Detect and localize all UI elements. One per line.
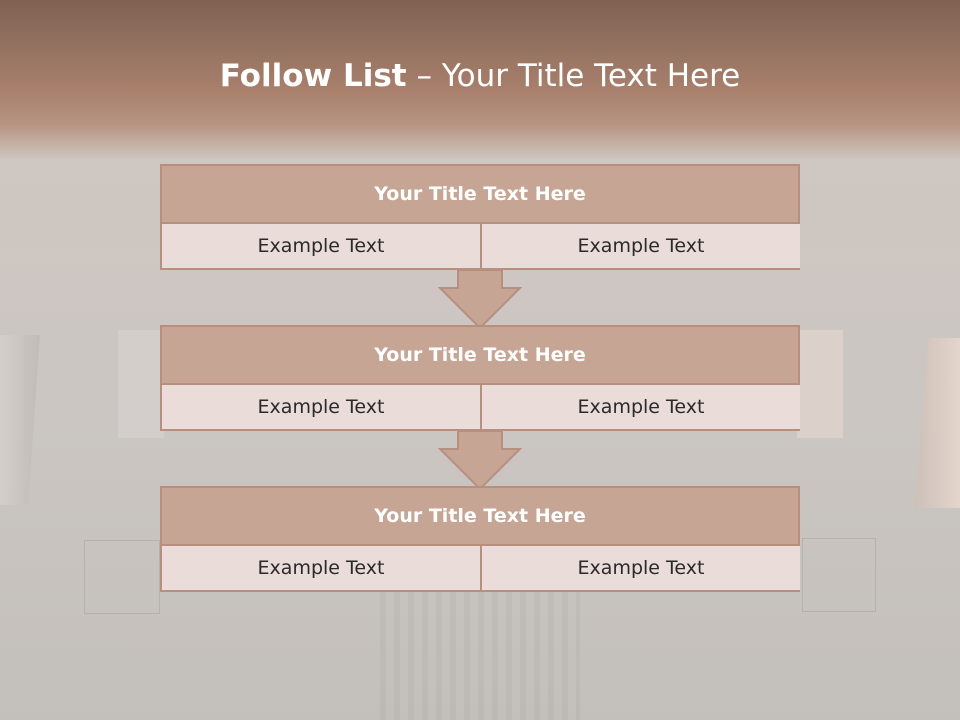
card-title: Your Title Text Here [162, 488, 798, 546]
card-divider [480, 546, 482, 590]
card-cell-left: Example Text [162, 385, 480, 429]
card-cell-left: Example Text [162, 224, 480, 268]
cockpit-screen-right [802, 538, 876, 612]
arrow-down-icon [438, 270, 522, 330]
card-title: Your Title Text Here [162, 327, 798, 385]
cockpit-console [380, 590, 580, 720]
card-cell-right: Example Text [482, 224, 800, 268]
card-cell-right: Example Text [482, 385, 800, 429]
slide-title-rest: – Your Title Text Here [406, 58, 741, 94]
arrow-down-icon [438, 431, 522, 491]
cockpit-pane-right [797, 330, 843, 438]
card-cell-right: Example Text [482, 546, 800, 590]
card-divider [480, 385, 482, 429]
list-card-2: Your Title Text Here Example Text Exampl… [160, 325, 800, 431]
card-cell-left: Example Text [162, 546, 480, 590]
slide-title-bold: Follow List [219, 58, 407, 94]
slide-title: Follow List – Your Title Text Here [0, 54, 960, 98]
cockpit-screen-left [84, 540, 160, 614]
card-title: Your Title Text Here [162, 166, 798, 224]
cockpit-pane-left [118, 330, 164, 438]
list-card-3: Your Title Text Here Example Text Exampl… [160, 486, 800, 592]
list-card-1: Your Title Text Here Example Text Exampl… [160, 164, 800, 270]
card-divider [480, 224, 482, 268]
